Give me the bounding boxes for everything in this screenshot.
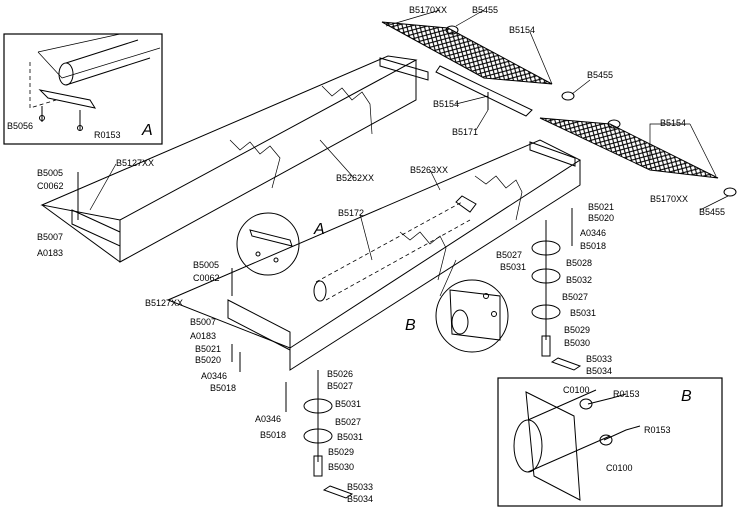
label-b5127xx-left: B5127XX: [116, 158, 154, 168]
label-b5032: B5032: [566, 275, 592, 285]
label-b5007-center: B5007: [190, 317, 216, 327]
label-b5154-top1: B5154: [509, 25, 535, 35]
label-b5027-r1: B5027: [496, 250, 522, 260]
label-b5031-b1: B5031: [335, 399, 361, 409]
label-b5005-left: B5005: [37, 168, 63, 178]
label-b5018-center: B5018: [210, 383, 236, 393]
label-b5031-b2: B5031: [337, 432, 363, 442]
label-b5172: B5172: [338, 208, 364, 218]
label-b5021-center: B5021: [195, 344, 221, 354]
label-b5170xx-top: B5170XX: [409, 5, 447, 15]
leader-lines: [89, 9, 729, 261]
label-b5030-right: B5030: [564, 338, 590, 348]
panel-b5262xx: [40, 55, 429, 263]
label-b5018-bottom: B5018: [260, 430, 286, 440]
label-b5018-right: B5018: [580, 241, 606, 251]
label-b5034-bottom: B5034: [347, 494, 373, 504]
label-r0153-b1: R0153: [613, 389, 640, 399]
marker-a-letter: A: [313, 221, 325, 238]
detail-a-inset: [3, 33, 163, 145]
label-c0062-left: C0062: [37, 181, 64, 191]
fasteners: [77, 172, 573, 412]
label-b5056: B5056: [7, 121, 33, 131]
label-b5027-b2: B5027: [335, 417, 361, 427]
label-b5028: B5028: [566, 258, 592, 268]
label-b5170xx-right: B5170XX: [650, 194, 688, 204]
panel-b5263xx: [166, 139, 582, 371]
label-a0346-center: A0346: [201, 371, 227, 381]
label-b5027-r2: B5027: [562, 292, 588, 302]
label-b5007-left: B5007: [37, 232, 63, 242]
label-b5171: B5171: [452, 127, 478, 137]
label-b5455-right: B5455: [699, 207, 725, 217]
detail-a-letter: A: [141, 122, 153, 139]
label-a0183-left: A0183: [37, 248, 63, 258]
label-a0346-right: A0346: [580, 228, 606, 238]
label-b5033-bottom: B5033: [347, 482, 373, 492]
detail-b-callout-circle: [435, 259, 509, 353]
label-a0346-bottom: A0346: [255, 414, 281, 424]
pulley-stack-bottom: [303, 370, 354, 499]
detail-b-inset: [497, 377, 723, 507]
label-b5127xx-center: B5127XX: [145, 298, 183, 308]
label-r0153-b2: R0153: [644, 425, 671, 435]
detail-a-callout-circle: [236, 212, 300, 276]
marker-b-letter: B: [405, 317, 416, 334]
detail-b-letter: B: [681, 388, 692, 405]
label-b5029-right: B5029: [564, 325, 590, 335]
label-c0062-center: C0062: [193, 273, 220, 283]
pulley-stack-right: [531, 220, 582, 371]
part-labels: B5056 R0153 A B5005 C0062 B5127XX B5007 …: [7, 5, 725, 504]
label-c0100-bottom: C0100: [606, 463, 633, 473]
label-b5027-b1: B5027: [327, 381, 353, 391]
label-a0183-center: A0183: [190, 331, 216, 341]
label-b5021-right: B5021: [588, 202, 614, 212]
label-b5033-right: B5033: [586, 354, 612, 364]
label-b5020-right: B5020: [588, 213, 614, 223]
label-b5034-right: B5034: [586, 366, 612, 376]
mesh-b5170xx-top: [381, 21, 575, 117]
label-b5455-top2: B5455: [587, 70, 613, 80]
label-b5030-bottom: B5030: [328, 462, 354, 472]
label-b5005-center: B5005: [193, 260, 219, 270]
label-b5455-top1: B5455: [472, 5, 498, 15]
label-b5031-r1: B5031: [500, 262, 526, 272]
label-b5029-bottom: B5029: [328, 447, 354, 457]
label-b5263xx: B5263XX: [410, 165, 448, 175]
label-b5262xx: B5262XX: [336, 173, 374, 183]
label-c0100-top: C0100: [563, 385, 590, 395]
mesh-b5170xx-right: [539, 117, 737, 197]
label-b5026: B5026: [327, 369, 353, 379]
label-b5154-right: B5154: [660, 118, 686, 128]
label-b5154-mid: B5154: [433, 99, 459, 109]
label-b5031-r2: B5031: [570, 308, 596, 318]
label-b5020-center: B5020: [195, 355, 221, 365]
label-r0153-a: R0153: [94, 130, 121, 140]
